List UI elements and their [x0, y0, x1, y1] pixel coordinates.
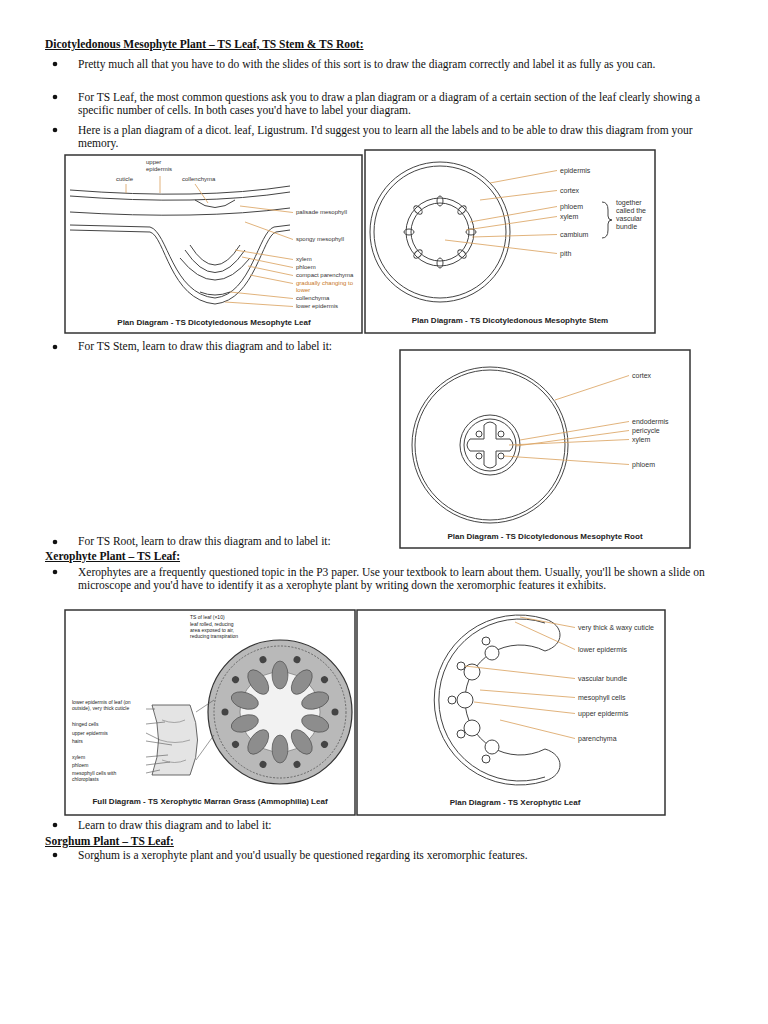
- part-label: xylem: [560, 213, 600, 221]
- part-label: xylem: [72, 754, 144, 760]
- stem-leader-lines: [445, 171, 557, 254]
- part-label: pith: [560, 250, 600, 258]
- part-label: lower epidermis: [296, 303, 360, 310]
- bullet-dots: [53, 62, 58, 858]
- part-label: gradually changing to lower: [296, 280, 360, 294]
- stem-diagram: [365, 150, 655, 333]
- diagram-caption: Plan Diagram - TS Dicotyledonous Mesophy…: [408, 532, 682, 542]
- part-label: cambium: [560, 231, 600, 239]
- leaf-diagram: [65, 155, 362, 333]
- part-label: phloem: [560, 203, 600, 211]
- part-label: leaf rolled, reducing area exposed to ai…: [190, 621, 245, 639]
- section-heading: Xerophyte Plant – TS Leaf:: [45, 550, 445, 563]
- xerophyte-leader-lines: [465, 617, 575, 739]
- part-label: phloem: [632, 461, 687, 469]
- bullet-text: Xerophytes are a frequently questioned t…: [78, 566, 735, 592]
- root-diagram: [400, 350, 690, 548]
- part-label: upper epidermis: [578, 710, 662, 718]
- part-label: lower epidermis: [578, 646, 662, 654]
- part-label: cortex: [632, 372, 687, 380]
- root-leader-lines: [504, 376, 629, 465]
- bullet-text: For TS Stem, learn to draw this diagram …: [78, 340, 378, 353]
- section-heading: Dicotyledonous Mesophyte Plant – TS Leaf…: [45, 38, 745, 51]
- bullet-text: Here is a plan diagram of a dicot. leaf,…: [78, 124, 735, 150]
- part-label: lower epidermis of leaf (on outside), ve…: [72, 699, 144, 711]
- xerophyte-plan-diagram: [357, 610, 665, 815]
- part-label: palisade mesophyll: [296, 209, 360, 216]
- part-label: phloem: [296, 264, 360, 271]
- leaf-leader-lines: [126, 176, 293, 307]
- part-label: mesophyll cells: [578, 694, 662, 702]
- bullet-text: Sorghum is a xerophyte plant and you'd u…: [78, 849, 735, 862]
- part-label: spongy mesophyll: [296, 236, 360, 243]
- part-label: very thick & waxy cuticle: [578, 624, 662, 632]
- part-label: collenchyma: [296, 295, 360, 302]
- part-label: upper epidermis: [72, 730, 144, 736]
- part-label: mesophyll cells with chloroplasts: [72, 770, 144, 782]
- part-label: upper epidermis: [146, 159, 180, 173]
- part-label: xylem: [296, 256, 360, 263]
- marram-full-diagram: [65, 610, 355, 815]
- part-label: compact parenchyma: [296, 272, 360, 279]
- part-label: TS of leaf (×10): [190, 614, 245, 620]
- part-label: collenchyma: [182, 176, 222, 183]
- bullet-text: Learn to draw this diagram and to label …: [78, 819, 478, 832]
- part-label: hinged cells: [72, 721, 144, 727]
- part-label: epidermis: [560, 167, 600, 175]
- diagram-caption: Plan Diagram - TS Dicotyledonous Mesophy…: [372, 316, 648, 326]
- part-label: endodermis: [632, 418, 687, 426]
- diagram-caption: Full Diagram - TS Xerophytic Marran Gras…: [68, 797, 352, 807]
- part-label: parenchyma: [578, 735, 662, 743]
- part-label: phloem: [72, 762, 144, 768]
- bullet-text: Pretty much all that you have to do with…: [78, 58, 735, 71]
- part-label: xylem: [632, 436, 687, 444]
- section-heading: Sorghum Plant – TS Leaf:: [45, 835, 445, 848]
- diagram-caption: Plan Diagram - TS Xerophytic Leaf: [380, 798, 650, 808]
- bullet-text: For TS Leaf, the most common questions a…: [78, 91, 735, 117]
- part-label: vascular bundle: [578, 675, 662, 683]
- bullet-text: For TS Root, learn to draw this diagram …: [78, 535, 396, 548]
- part-label: pericycle: [632, 427, 687, 435]
- part-label: cortex: [560, 187, 600, 195]
- part-label: hairs: [72, 738, 144, 744]
- part-label: together called the vascular bundle: [616, 199, 654, 231]
- part-label: cuticle: [116, 176, 146, 183]
- diagram-caption: Plan Diagram - TS Dicotyledonous Mesophy…: [72, 318, 356, 328]
